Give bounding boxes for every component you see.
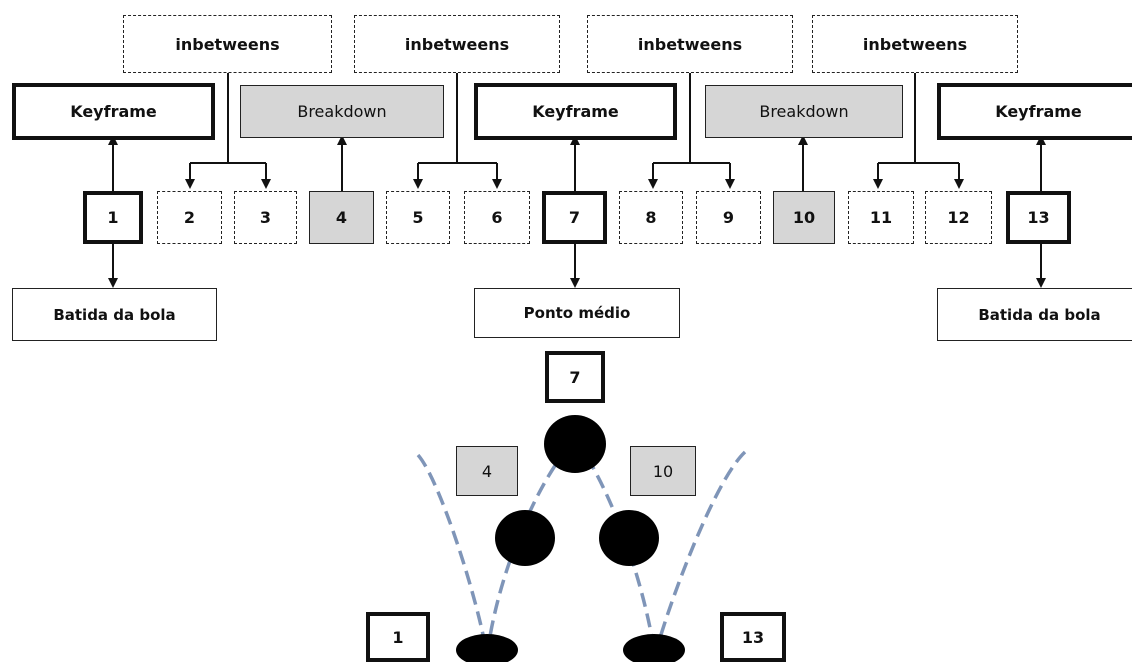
inbetweens-box-2: inbetweens xyxy=(354,15,560,73)
frame-12: 12 xyxy=(925,191,992,244)
ball xyxy=(456,415,685,662)
frame-4: 4 xyxy=(309,191,374,244)
keyframe-box-left: Keyframe xyxy=(12,83,215,140)
ball-label-10: 10 xyxy=(630,446,696,496)
batida-da-bola-right: Batida da bola xyxy=(937,288,1132,341)
frame-8: 8 xyxy=(619,191,683,244)
frame-3: 3 xyxy=(234,191,297,244)
frame-1: 1 xyxy=(83,191,143,244)
breakdown-box-right: Breakdown xyxy=(705,85,903,138)
keyframe-box-middle: Keyframe xyxy=(474,83,677,140)
frame-6: 6 xyxy=(464,191,530,244)
frame-9: 9 xyxy=(696,191,761,244)
inbetweens-box-3: inbetweens xyxy=(587,15,793,73)
keyframe-box-right: Keyframe xyxy=(937,83,1132,140)
ball-label-13: 13 xyxy=(720,612,786,662)
breakdown-box-left: Breakdown xyxy=(240,85,444,138)
ball-label-1: 1 xyxy=(366,612,430,662)
frame-5: 5 xyxy=(386,191,450,244)
frame-11: 11 xyxy=(848,191,914,244)
inbetweens-box-1: inbetweens xyxy=(123,15,332,73)
frame-13: 13 xyxy=(1006,191,1071,244)
frame-2: 2 xyxy=(157,191,222,244)
batida-da-bola-left: Batida da bola xyxy=(12,288,217,341)
frame-10: 10 xyxy=(773,191,835,244)
frame-7: 7 xyxy=(542,191,607,244)
ball-label-4: 4 xyxy=(456,446,518,496)
ponto-medio-label: Ponto médio xyxy=(474,288,680,338)
ball-label-7: 7 xyxy=(545,351,605,403)
inbetweens-box-4: inbetweens xyxy=(812,15,1018,73)
